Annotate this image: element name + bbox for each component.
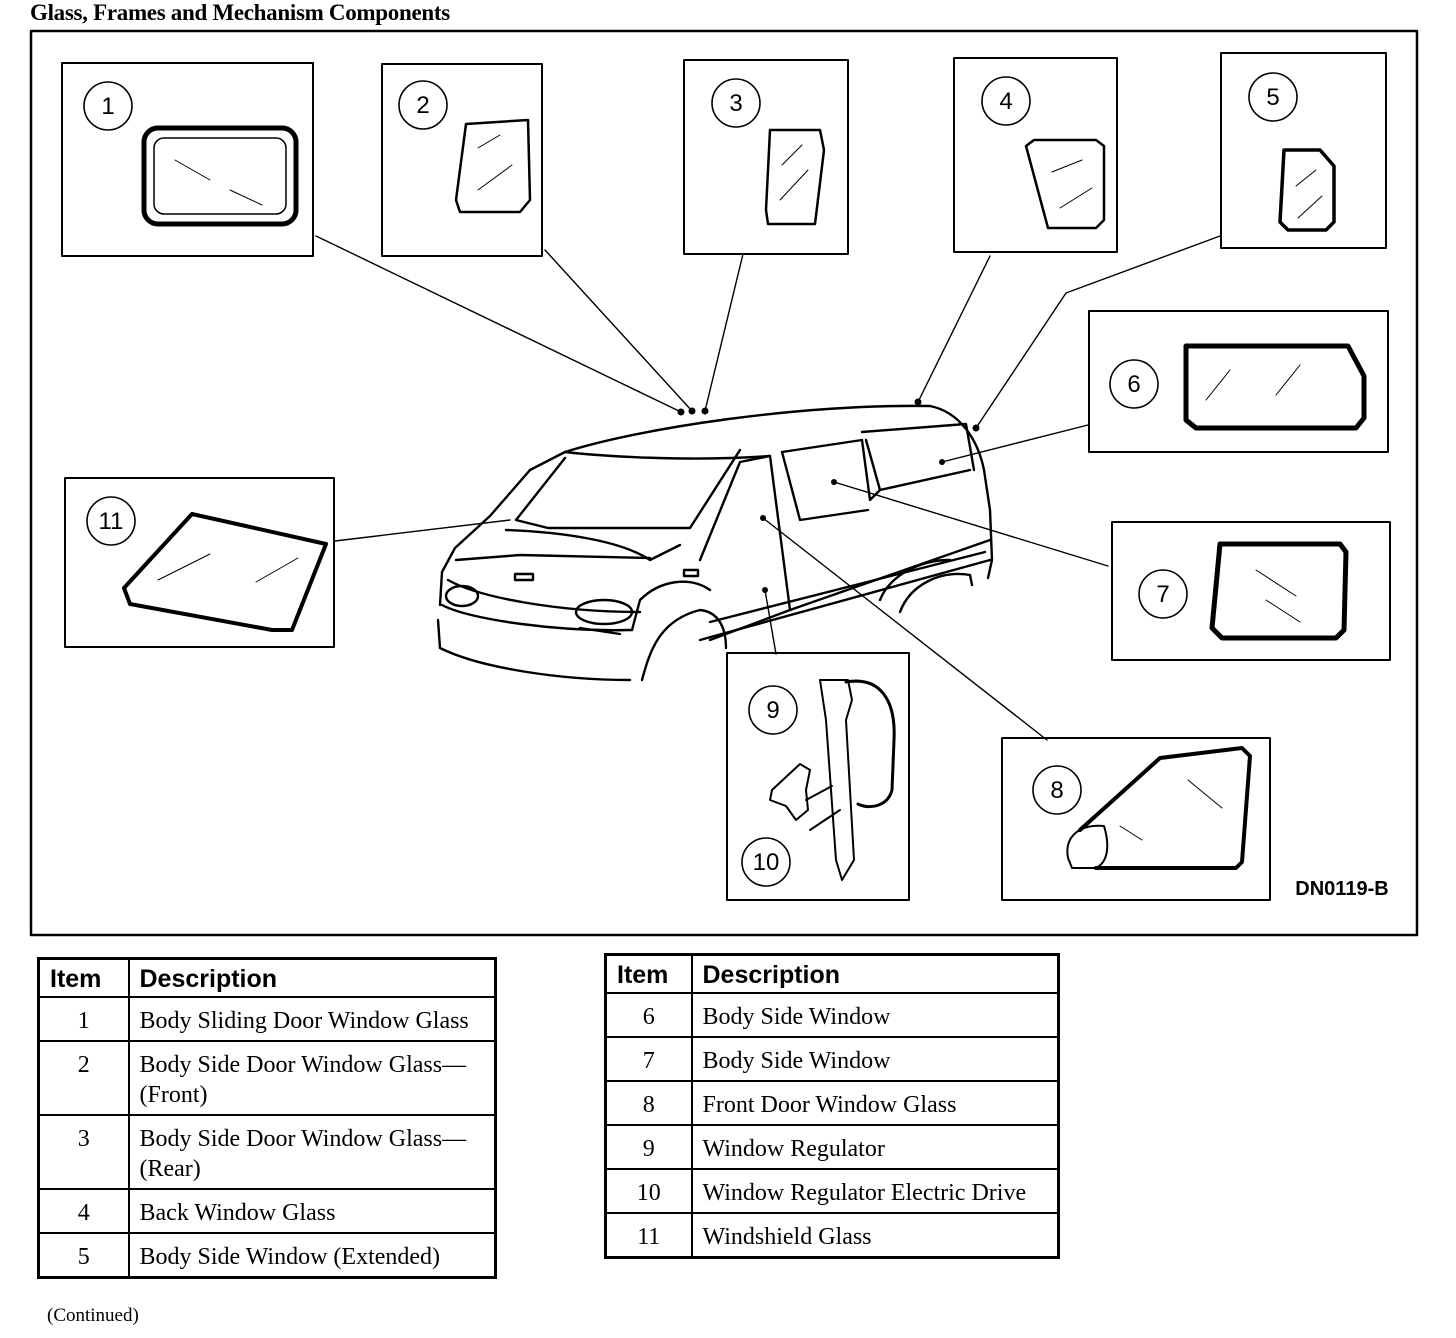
item-description: Windshield Glass [690,1212,1060,1259]
callout-box-7 [1111,521,1391,661]
callout-number-7: 7 [1156,581,1169,608]
item-description: Body Sliding Door Window Glass [127,996,497,1042]
table-row: 3 Body Side Door Window Glass— (Rear) [37,1114,497,1190]
item-number: 9 [604,1124,693,1170]
callout-labels: 1 2 3 4 5 6 7 8 9 10 11 DN0119-B [99,84,1389,900]
table-row: 4 Back Window Glass [37,1188,497,1234]
page-title: Glass, Frames and Mechanism Components [30,0,450,25]
item-description: Body Side Window [690,992,1060,1038]
table-row: 9 Window Regulator [604,1124,1060,1170]
item-description: Body Side Window [690,1036,1060,1082]
table-row: 2 Body Side Door Window Glass— (Front) [37,1040,497,1116]
table-row: 8 Front Door Window Glass [604,1080,1060,1126]
item-description: Front Door Window Glass [690,1080,1060,1126]
callout-number-1: 1 [101,93,114,120]
callout-box-2 [381,63,543,257]
callout-number-3: 3 [729,90,742,117]
column-header-description: Description [127,957,497,998]
callout-circles [83,72,1298,887]
callout-number-4: 4 [999,88,1012,115]
item-description: Body Side Door Window Glass— (Rear) [127,1114,497,1190]
callout-box-5 [1220,52,1387,249]
table-row: 11 Windshield Glass [604,1212,1060,1259]
item-description: Body Side Window (Extended) [127,1232,497,1279]
diagram-frame [29,29,1419,937]
item-number: 7 [604,1036,693,1082]
leader-dots [677,398,980,593]
callout-box-1 [61,62,314,257]
table-row: 1 Body Sliding Door Window Glass [37,996,497,1042]
column-header-description: Description [690,953,1060,994]
column-header-item: Item [604,953,693,994]
callout-box-8 [1001,737,1271,901]
table-row: 10 Window Regulator Electric Drive [604,1168,1060,1214]
callout-number-8: 8 [1050,777,1063,804]
table-row: 5 Body Side Window (Extended) [37,1232,497,1279]
item-number: 5 [37,1232,130,1279]
callout-number-11: 11 [99,508,124,535]
item-number: 4 [37,1188,130,1234]
callout-number-10: 10 [753,849,780,876]
parts-table-left: Item Description 1 Body Sliding Door Win… [37,957,497,1279]
column-header-item: Item [37,957,130,998]
table-header-row: Item Description [37,957,497,998]
components-diagram: 1 2 3 4 5 6 7 8 9 10 11 DN0119-B [29,29,1419,937]
callout-number-6: 6 [1127,371,1140,398]
parts-table-right: Item Description 6 Body Side Window 7 Bo… [604,953,1060,1259]
table-row: 7 Body Side Window [604,1036,1060,1082]
item-description: Window Regulator Electric Drive [690,1168,1060,1214]
item-number: 11 [604,1212,693,1259]
table-header-row: Item Description [604,953,1060,994]
item-number: 10 [604,1168,693,1214]
callout-box-11 [64,477,335,648]
leader-lines [315,235,1221,741]
callout-box-4 [953,57,1118,253]
callout-box-6 [1088,310,1389,453]
item-description: Body Side Door Window Glass— (Front) [127,1040,497,1116]
callout-number-2: 2 [416,92,429,119]
item-description: Window Regulator [690,1124,1060,1170]
diagram-code: DN0119-B [1295,878,1388,900]
callout-number-5: 5 [1266,84,1279,111]
continued-note: (Continued) [47,1305,139,1326]
item-number: 1 [37,996,130,1042]
item-number: 8 [604,1080,693,1126]
van-illustration [436,404,994,682]
item-number: 2 [37,1040,130,1116]
callout-box-3 [683,59,849,255]
item-number: 6 [604,992,693,1038]
item-description: Back Window Glass [127,1188,497,1234]
item-number: 3 [37,1114,130,1190]
callout-number-9: 9 [766,697,779,724]
table-row: 6 Body Side Window [604,992,1060,1038]
callout-box-9-10 [726,652,910,901]
